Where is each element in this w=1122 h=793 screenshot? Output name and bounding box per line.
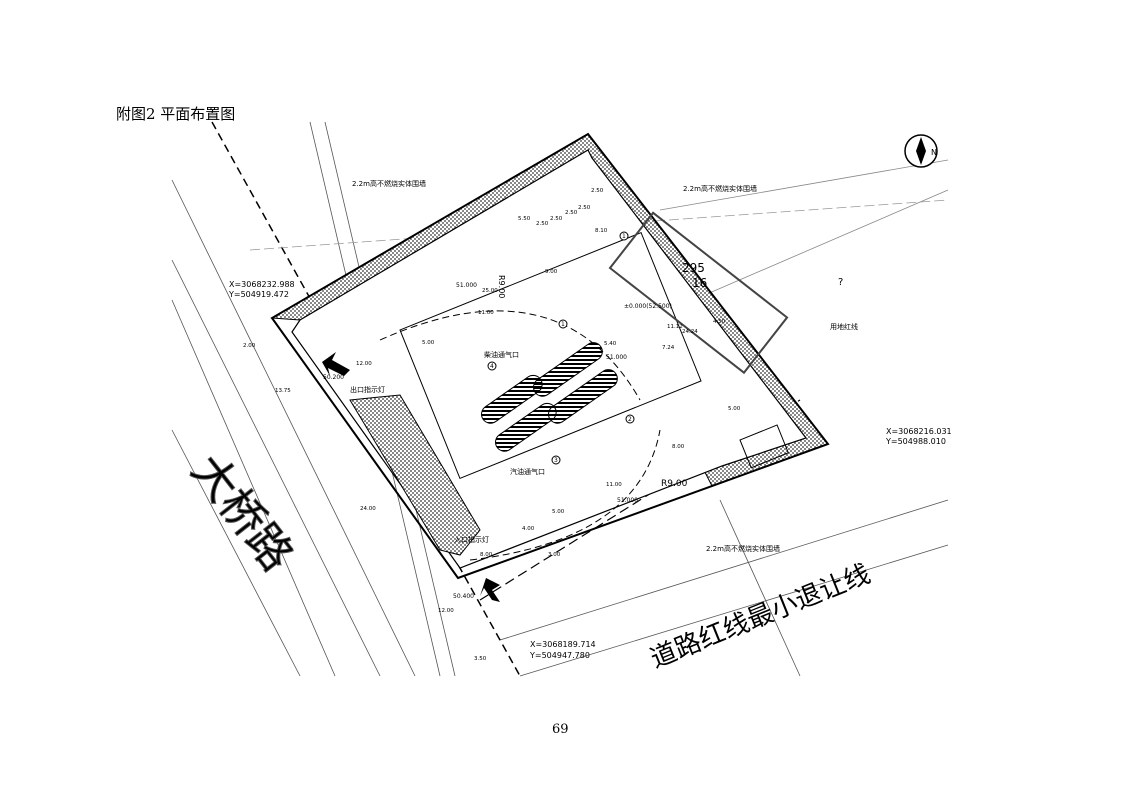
svg-text:?: ? [838, 277, 843, 288]
coordinate-y: Y=504947.780 [529, 651, 590, 660]
svg-text:50.400: 50.400 [453, 593, 474, 600]
wall-label: 2.2m高不燃烧实体围墙 [706, 544, 780, 553]
coordinate-x: X=3068232.988 [229, 280, 295, 289]
circle-markers: 1 2 3 4 1 [487, 231, 635, 465]
dimension-labels: 2.50 2.50 2.50 2.50 2.50 5.50 8.10 25.00… [243, 188, 741, 662]
svg-text:13.75: 13.75 [275, 388, 291, 394]
svg-text:±0.000(52.500): ±0.000(52.500) [624, 303, 672, 310]
coordinate-y: Y=504919.472 [228, 290, 289, 299]
svg-text:2.00: 2.00 [243, 343, 256, 349]
svg-text:50.200: 50.200 [323, 374, 344, 381]
setback-line-label: 道路红线最小退让线 [646, 559, 874, 674]
svg-text:8.10: 8.10 [595, 228, 608, 234]
svg-text:N: N [931, 148, 937, 157]
radius-label: R9.00 [661, 479, 688, 489]
vent-label: 柴油通气口 [484, 350, 519, 359]
svg-text:3: 3 [554, 457, 558, 464]
svg-text:9.00: 9.00 [545, 269, 558, 275]
svg-text:7.24: 7.24 [662, 345, 675, 351]
svg-text:5.00: 5.00 [422, 340, 435, 346]
svg-text:8.00: 8.00 [672, 444, 685, 450]
svg-text:51.000: 51.000 [617, 497, 638, 504]
turning-arcs [379, 310, 661, 561]
svg-text:11.12: 11.12 [667, 324, 683, 330]
green-island [349, 394, 481, 556]
page-number: 69 [552, 722, 569, 737]
svg-text:12.00: 12.00 [356, 361, 372, 367]
coordinate-x: X=3068216.031 [886, 427, 952, 436]
figure-caption: 附图2 平面布置图 [116, 105, 236, 123]
road-name-label: 大桥路 [181, 445, 302, 580]
north-arrow-icon: N [904, 134, 938, 168]
fuel-islands [481, 342, 618, 452]
svg-text:16: 16 [692, 276, 707, 290]
svg-text:24.24: 24.24 [682, 329, 698, 335]
svg-text:24.00: 24.00 [360, 506, 376, 512]
svg-text:2.50: 2.50 [550, 216, 563, 222]
svg-text:3.00: 3.00 [548, 552, 561, 558]
svg-text:5.50: 5.50 [518, 216, 531, 222]
exit-arrow-icon [322, 352, 350, 376]
svg-text:4.00: 4.00 [522, 526, 535, 532]
svg-text:5.40: 5.40 [604, 341, 617, 347]
property-line-label: 用地红线 [830, 322, 858, 331]
wall-label: 2.2m高不燃烧实体围墙 [352, 179, 426, 188]
svg-text:2.50: 2.50 [591, 188, 604, 194]
setback-line-2 [479, 399, 801, 601]
svg-text:2.50: 2.50 [565, 210, 578, 216]
small-room [739, 424, 789, 469]
svg-text:25.00: 25.00 [482, 288, 498, 294]
coordinate-x: X=3068189.714 [530, 640, 596, 649]
svg-text:1: 1 [561, 321, 565, 328]
wall-label: 2.2m高不燃烧实体围墙 [683, 184, 757, 193]
building-block [399, 231, 702, 480]
radius-label: R9.00 [497, 275, 506, 298]
coordinate-y: Y=504988.010 [885, 437, 946, 446]
svg-text:2: 2 [628, 416, 632, 423]
svg-text:1: 1 [622, 233, 626, 240]
svg-text:4: 4 [490, 363, 494, 370]
svg-text:4.50: 4.50 [713, 319, 726, 325]
svg-text:8.00: 8.00 [480, 552, 493, 558]
svg-text:295: 295 [682, 261, 705, 275]
svg-text:51.000: 51.000 [456, 282, 477, 289]
entry-arrow-icon [480, 578, 500, 602]
svg-text:5.00: 5.00 [728, 406, 741, 412]
wall-outline-outer [270, 132, 830, 580]
svg-text:5.00: 5.00 [552, 509, 565, 515]
station-building [608, 211, 789, 375]
exit-light-label: 出口指示灯 [350, 385, 385, 394]
svg-text:2.50: 2.50 [536, 221, 549, 227]
setback-line [249, 199, 949, 251]
svg-text:51.000: 51.000 [606, 354, 627, 361]
svg-text:11.00: 11.00 [606, 482, 622, 488]
svg-text:12.00: 12.00 [438, 608, 454, 614]
svg-text:2.50: 2.50 [578, 205, 591, 211]
svg-text:11.00: 11.00 [478, 310, 494, 316]
svg-text:3.50: 3.50 [474, 656, 487, 662]
vent-label: 汽油通气口 [510, 467, 545, 476]
entry-light-label: 入口指示灯 [454, 535, 489, 544]
